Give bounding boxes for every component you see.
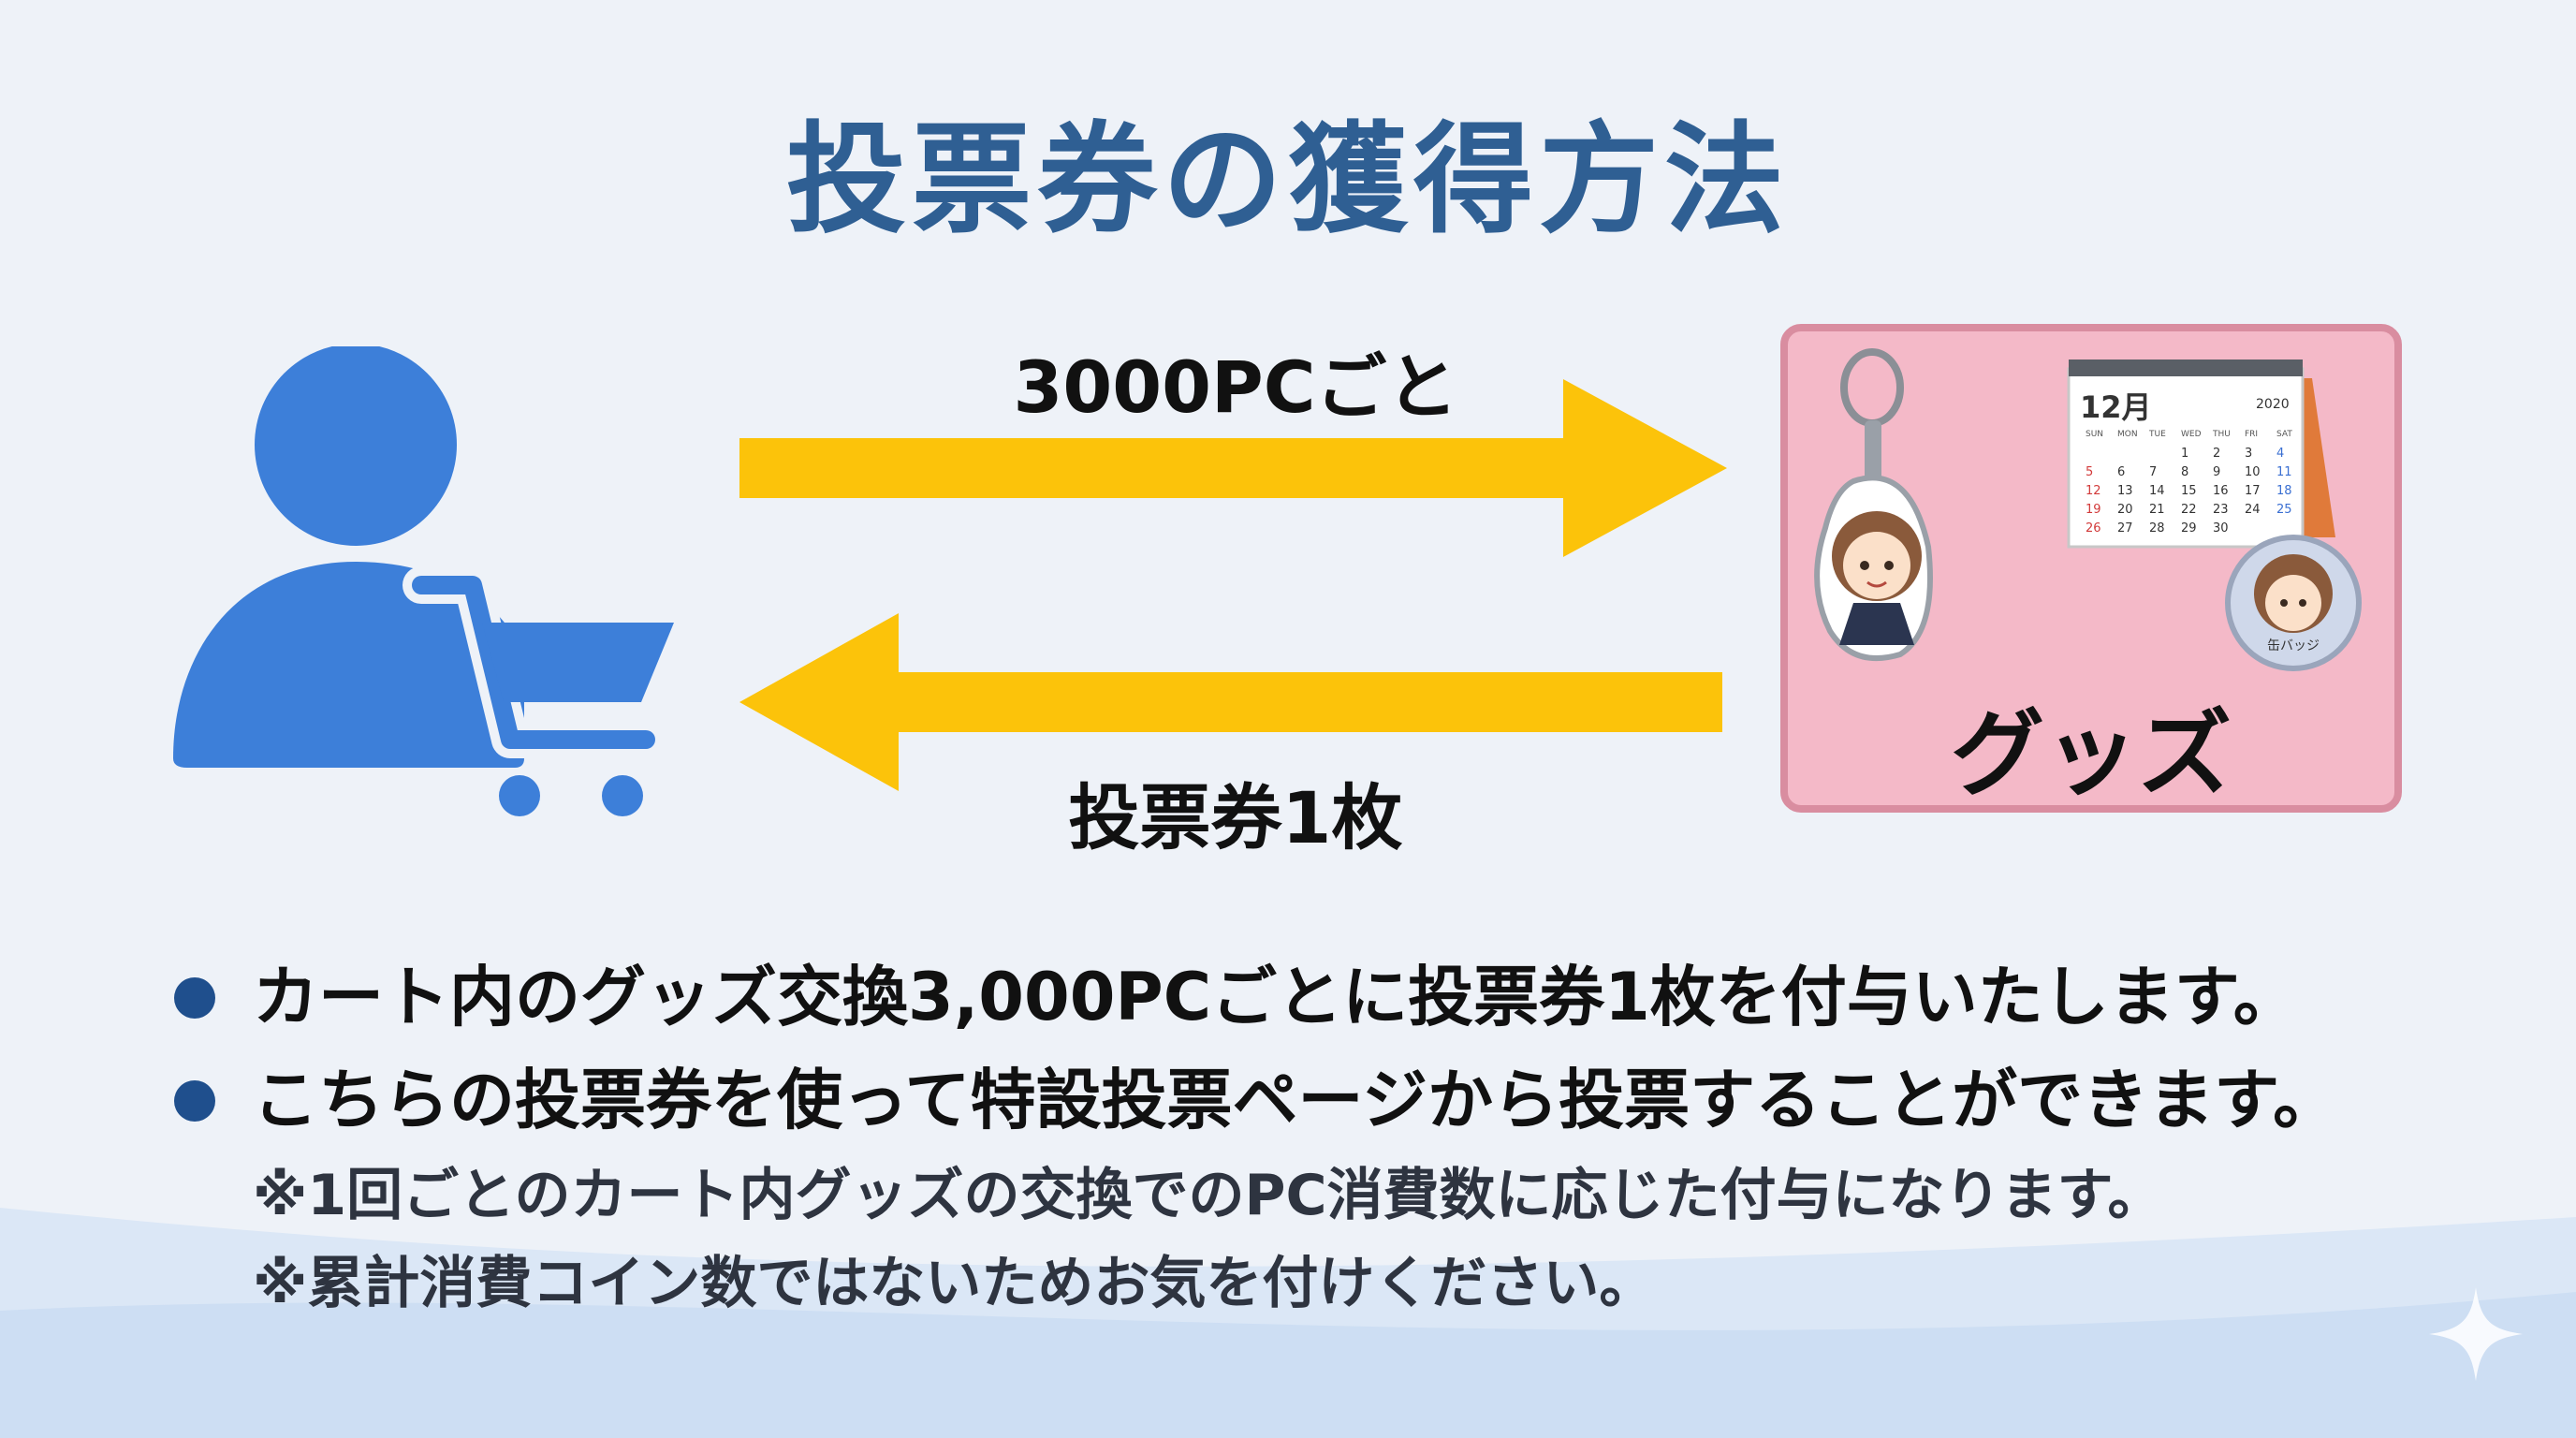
calendar-day: 11	[2276, 465, 2292, 479]
calendar-day: 3	[2245, 447, 2252, 461]
calendar-day: 29	[2181, 521, 2197, 536]
calendar-weekday: THU	[2212, 430, 2231, 439]
calendar-day: 28	[2149, 521, 2165, 536]
bullet-dot-icon	[174, 977, 215, 1019]
calendar-day: 21	[2149, 503, 2165, 517]
calendar-month: 12月	[2080, 389, 2152, 425]
calendar-day: 26	[2086, 521, 2101, 536]
calendar-day: 7	[2149, 465, 2157, 479]
calendar-day: 9	[2213, 465, 2220, 479]
keychain-icon	[1814, 348, 1933, 662]
calendar-weekday: TUE	[2148, 430, 2166, 439]
calendar-day: 4	[2276, 447, 2284, 461]
description-list: カート内のグッズ交換3,000PCごとに投票券1枚を付与いたします。 こちらの投…	[168, 946, 2527, 1328]
page-title: 投票券の獲得方法	[785, 110, 1790, 250]
calendar-weekday: WED	[2181, 430, 2202, 439]
calendar-day: 23	[2213, 503, 2229, 517]
calendar-day: 12	[2086, 484, 2101, 498]
sparkle-icon	[2429, 1287, 2523, 1381]
calendar-weekday: SAT	[2276, 430, 2292, 439]
calendar-day: 27	[2117, 521, 2133, 536]
calendar-day: 18	[2276, 484, 2292, 498]
calendar-day: 14	[2149, 484, 2165, 498]
calendar-day: 16	[2213, 484, 2229, 498]
bullet-item: こちらの投票券を使って特設投票ページから投票することができます。	[168, 1049, 2527, 1152]
badge-text: 缶バッジ	[2267, 638, 2320, 653]
calendar-weekday: SUN	[2086, 430, 2103, 439]
goods-label: グッズ	[1951, 699, 2232, 809]
user-shopping-cart-icon	[173, 346, 674, 816]
calendar-year: 2020	[2256, 397, 2290, 412]
calendar-day: 15	[2181, 484, 2197, 498]
calendar-day: 22	[2181, 503, 2197, 517]
calendar-day: 8	[2181, 465, 2188, 479]
calendar-day: 2	[2213, 447, 2220, 461]
arrow-label-forward: 3000PCごと	[1013, 345, 1458, 429]
calendar-day: 13	[2117, 484, 2133, 498]
arrow-right	[739, 379, 1727, 557]
calendar-day: 25	[2276, 503, 2292, 517]
bullet-text: カート内のグッズ交換3,000PCごとに投票券1枚を付与いたします。	[253, 959, 2299, 1035]
arrow-label-return: 投票券1枚	[1068, 776, 1403, 859]
note-text: ※1回ごとのカート内グッズの交換でのPC消費数に応じた付与になります。	[253, 1163, 2164, 1228]
note-text: ※累計消費コイン数ではないためお気を付けください。	[253, 1251, 1656, 1316]
calendar-day: 10	[2245, 465, 2261, 479]
calendar-day: 20	[2117, 503, 2133, 517]
bullet-item: カート内のグッズ交換3,000PCごとに投票券1枚を付与いたします。	[168, 946, 2527, 1049]
calendar-day: 1	[2181, 447, 2188, 461]
bullet-text: こちらの投票券を使って特設投票ページから投票することができます。	[253, 1062, 2339, 1138]
arrow-left	[739, 613, 1722, 791]
calendar-day: 17	[2245, 484, 2261, 498]
calendar-day: 19	[2086, 503, 2101, 517]
calendar-weekday: MON	[2117, 430, 2138, 439]
calendar-day: 5	[2086, 465, 2093, 479]
calendar-weekday: FRI	[2245, 430, 2258, 439]
badge-icon: 缶バッジ	[2225, 535, 2362, 671]
bullet-dot-icon	[174, 1080, 215, 1122]
calendar-day: 30	[2213, 521, 2229, 536]
calendar-day: 6	[2117, 465, 2125, 479]
calendar-day: 24	[2245, 503, 2261, 517]
